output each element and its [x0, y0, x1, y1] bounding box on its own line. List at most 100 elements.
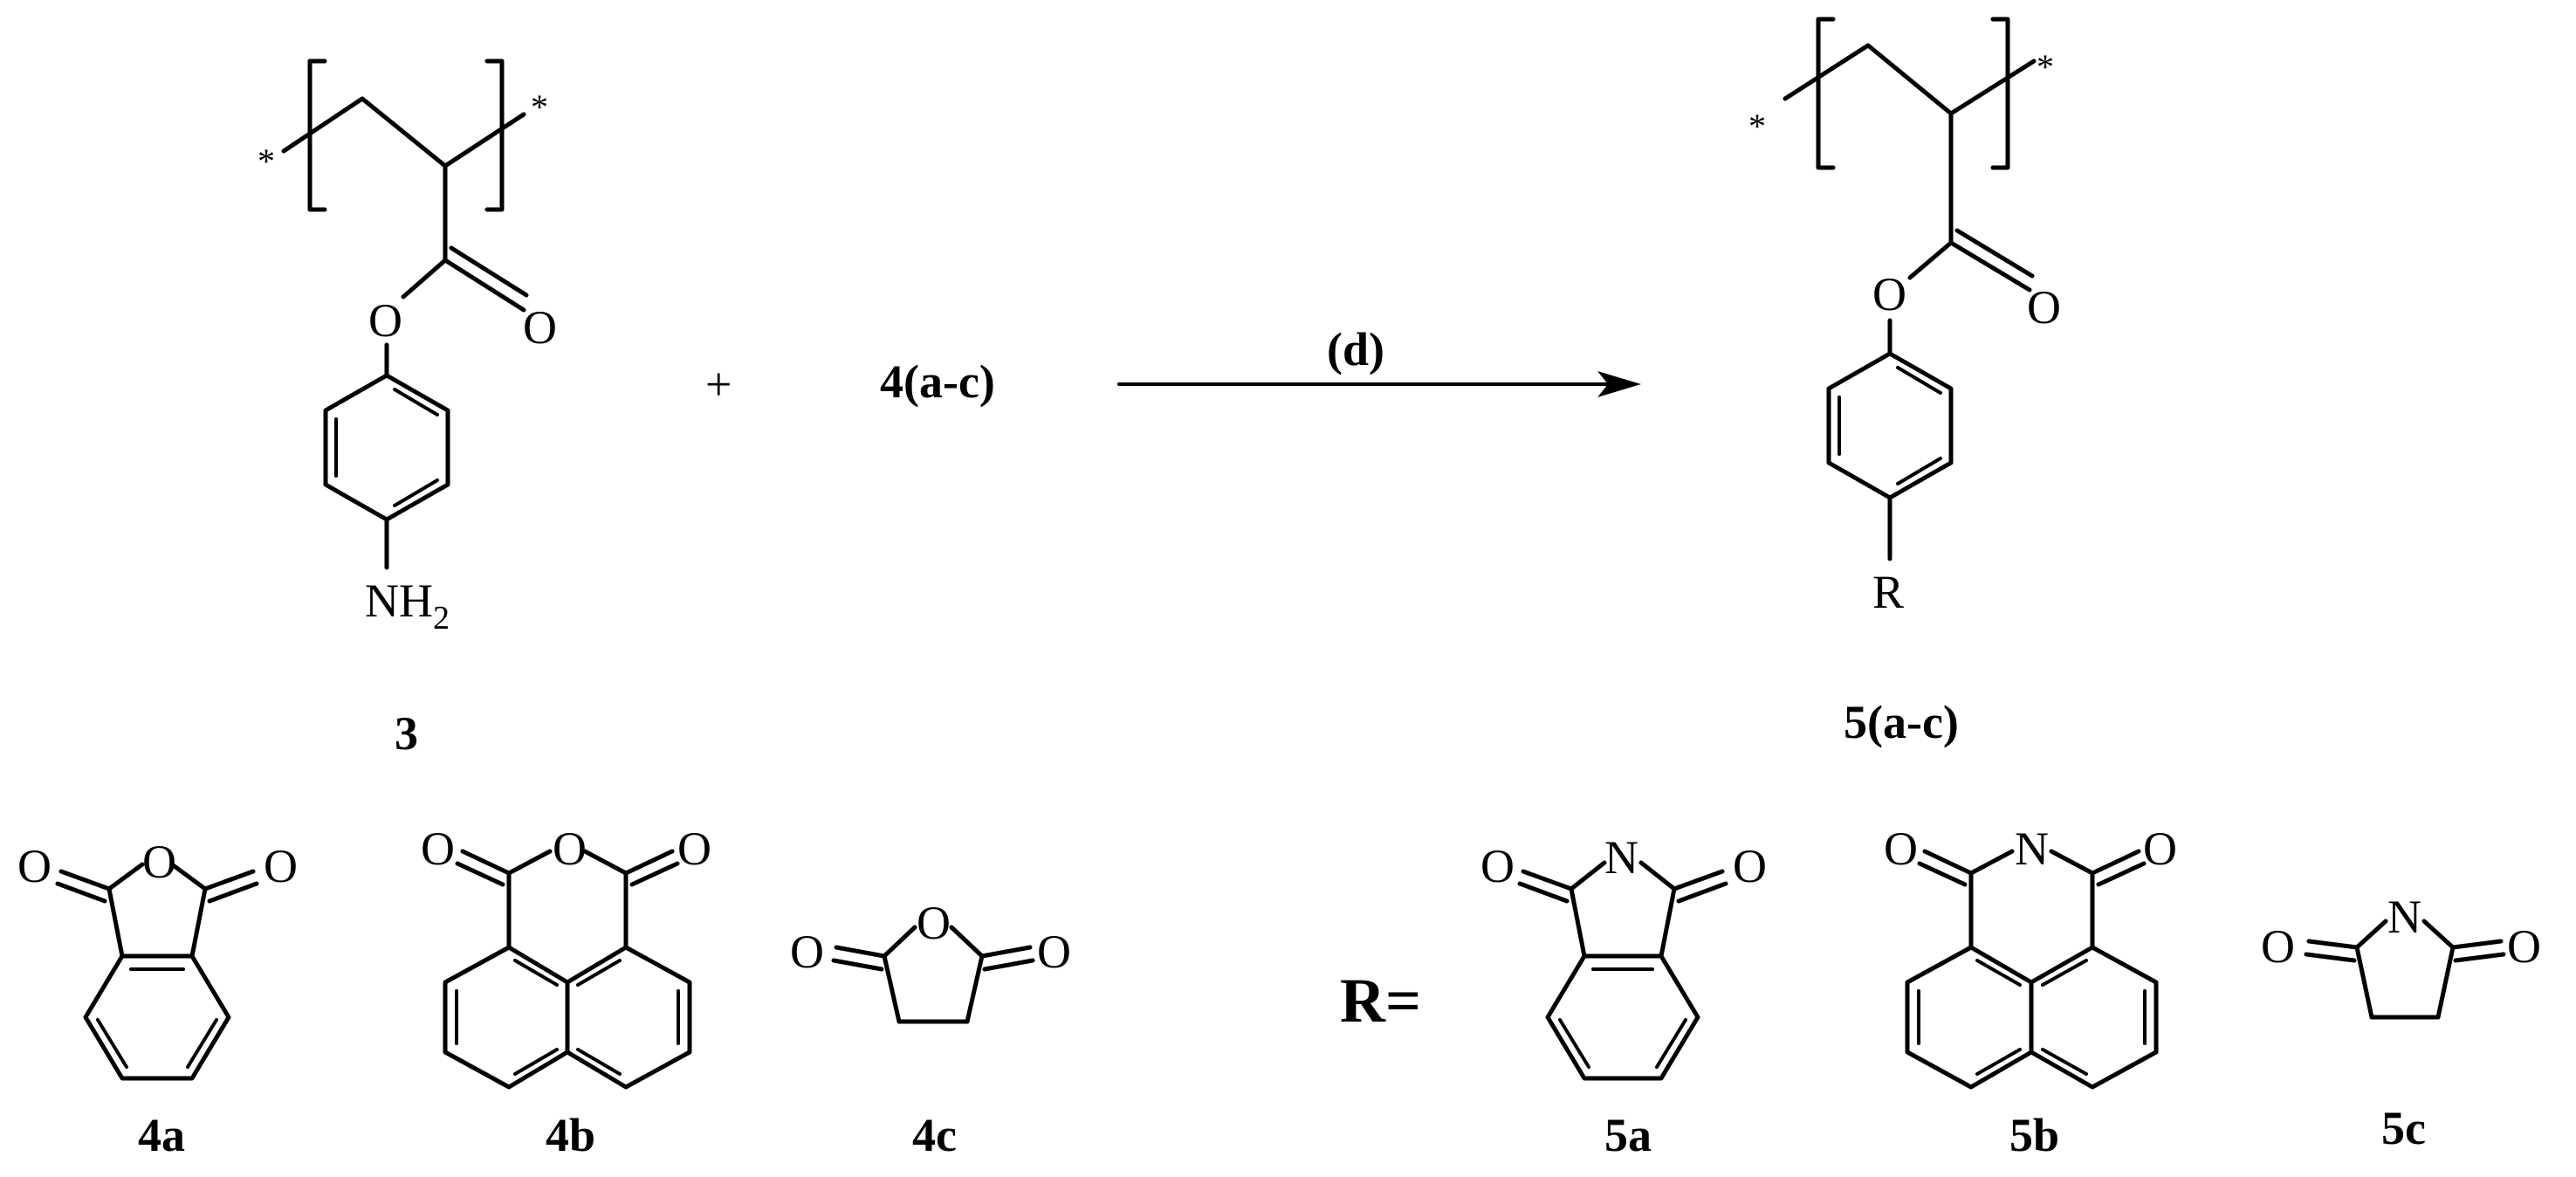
anhydride-4a-structure: O O O — [17, 836, 298, 1081]
imide-5c-co-right-2 — [2453, 952, 2506, 963]
anhydride-4c-co-left — [834, 945, 887, 959]
imide-5b-co-left — [1922, 849, 1974, 876]
imide-5c-co-right — [2450, 939, 2504, 950]
imide-5a-ring-double-2 — [1558, 1018, 1590, 1069]
imide-5c-bond-1 — [2354, 919, 2388, 950]
product-r-group: R — [1872, 566, 1904, 618]
anhydride-4c-right-oxygen: O — [1037, 926, 1071, 978]
imide-5b-ring-double-6 — [2041, 1048, 2088, 1076]
imide-5c-co-left-2 — [2304, 952, 2357, 963]
anhydride-4a-right-oxygen: O — [264, 840, 298, 892]
imide-5a-bond-1 — [1569, 860, 1607, 891]
anhydride-4b-bond-1 — [506, 849, 553, 876]
product-ester-bond — [1907, 240, 1954, 280]
imide-5b-bond-2 — [2049, 849, 2095, 876]
reactant-benzene-ring — [323, 373, 450, 522]
anhydride-4b-ring-left — [443, 945, 570, 1090]
anhydride-4a-ring-oxygen: O — [142, 836, 176, 888]
anhydride-4c-bond-3 — [882, 953, 902, 1024]
product-backbone — [1783, 43, 2037, 116]
anhydride-4a-co-left-2 — [55, 881, 107, 904]
imide-5b-right-oxygen: O — [2143, 823, 2177, 875]
reactant-right-bracket — [484, 59, 505, 212]
imide-5b-ring-left — [1905, 945, 2034, 1090]
reactant-backbone — [281, 96, 526, 169]
imide-5a-structure: N O O — [1480, 831, 1767, 1081]
anhydride-4b-right-oxygen: O — [677, 823, 711, 875]
anhydride-4b-ring-right — [565, 945, 692, 1090]
imide-5b-ring-double-3 — [1975, 959, 2022, 987]
imide-5a-left-oxygen: O — [1480, 840, 1515, 892]
imide-5c-label: 5c — [2381, 1102, 2426, 1154]
anhydride-4b-left-oxygen: O — [421, 823, 455, 875]
imide-5b-co-right — [2090, 849, 2141, 876]
product-right-bracket — [1990, 17, 2010, 170]
anhydride-4a-bond-3 — [106, 886, 125, 959]
anhydride-4b-structure: O O O — [421, 823, 711, 1090]
anhydride-4a-ring-double-2 — [96, 1018, 128, 1069]
imide-5a-benzene — [1545, 953, 1700, 1081]
reactant-amine-group: NH2 — [365, 575, 450, 637]
anhydride-4c-co-right — [979, 945, 1033, 959]
anhydride-4b-co-right — [623, 849, 675, 876]
r-definition: R= — [1340, 966, 1421, 1036]
imide-5b-ring-right — [2029, 945, 2159, 1090]
reactant-ring-double-3 — [393, 478, 439, 507]
anhydride-4c-ring-oxygen: O — [917, 897, 951, 949]
imide-5b-structure: N O O — [1884, 823, 2177, 1090]
anhydride-4c-left-oxygen: O — [790, 926, 824, 978]
imide-5a-label: 5a — [1604, 1109, 1652, 1161]
reaction-arrow-head — [1597, 371, 1641, 397]
reactant-carbonyl-bond-2 — [449, 245, 529, 298]
imide-5c-bond-2 — [2421, 919, 2456, 950]
imide-5a-co-left — [1521, 869, 1574, 891]
imide-5b-co-right-2 — [2096, 861, 2147, 887]
imide-5c-co-left — [2306, 939, 2360, 950]
anhydride-4a-co-right — [203, 869, 256, 891]
reactant-ring-double-2 — [393, 388, 439, 416]
anhydride-4a-bond-4 — [189, 886, 208, 959]
imide-5b-ring-double-4 — [2041, 959, 2088, 987]
anhydride-4b-co-left-2 — [455, 861, 505, 887]
imide-5a-co-left-2 — [1517, 881, 1570, 904]
anhydride-4b-ring-double-5 — [513, 1048, 559, 1076]
product-ring-double-2 — [1896, 366, 1942, 395]
anhydride-4c-label: 4c — [912, 1109, 957, 1161]
imide-5a-right-oxygen: O — [1733, 840, 1767, 892]
reactant-right-star: * — [531, 87, 548, 127]
reactant-left-star: * — [258, 141, 275, 181]
product-right-star: * — [2037, 47, 2054, 86]
imide-5b-ring-nitrogen: N — [2015, 823, 2049, 875]
anhydride-4b-bond-2 — [582, 849, 629, 876]
reactant-ester-bond — [401, 258, 448, 299]
product-label: 5(a-c) — [1844, 696, 1959, 748]
imide-5a-ring-double-3 — [1655, 1018, 1687, 1069]
imide-5a-bond-4 — [1659, 886, 1677, 959]
imide-5c-bond-3 — [2354, 945, 2374, 1020]
product-benzene-ring — [1826, 351, 1954, 500]
imide-5c-structure: N O O — [2261, 891, 2541, 1020]
imide-5c-left-oxygen: O — [2261, 920, 2295, 973]
anhydride-4c-co-left-2 — [831, 958, 884, 972]
imide-5a-co-right-2 — [1676, 881, 1728, 904]
anhydride-4c-co-right-2 — [982, 958, 1035, 972]
product-left-bracket — [1816, 17, 1836, 170]
anhydride-4a-bond-2 — [169, 862, 208, 891]
imide-5a-bond-3 — [1569, 886, 1587, 959]
product-structure: * * O O R — [1748, 17, 2061, 618]
product-left-star: * — [1748, 107, 1766, 146]
imide-5b-bond-1 — [1968, 849, 2015, 876]
product-carbonyl-bond — [1948, 240, 2032, 293]
reactant-left-bracket — [307, 59, 327, 212]
anhydride-4c-bond-4 — [965, 953, 985, 1024]
anhydride-4c-bond-2 — [949, 925, 985, 959]
imide-5a-co-right — [1672, 869, 1725, 891]
anhydride-4b-co-right-2 — [629, 861, 680, 887]
product-ester-oxygen: O — [1872, 268, 1906, 320]
imide-5a-ring-nitrogen: N — [1604, 831, 1638, 884]
anhydride-4a-bond-1 — [106, 862, 145, 891]
reactant-carbonyl-bond — [443, 258, 526, 313]
imide-5c-bond-4 — [2435, 945, 2456, 1020]
reagent-label: 4(a-c) — [880, 355, 995, 408]
anhydride-4a-label: 4a — [138, 1109, 185, 1161]
